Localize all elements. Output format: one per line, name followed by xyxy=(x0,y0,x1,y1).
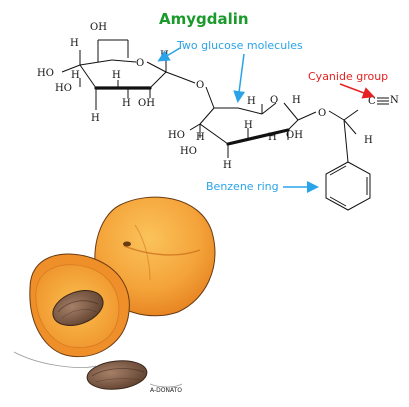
atom-oh: OH xyxy=(138,98,155,109)
atom-o: O xyxy=(136,58,144,69)
atom-h: H xyxy=(70,38,79,49)
atom-h: H xyxy=(122,98,131,109)
artist-signature: A-DONATO xyxy=(150,387,182,394)
atom-o: O xyxy=(270,95,278,106)
benzene-label: Benzene ring xyxy=(206,180,279,193)
apricot-illustration xyxy=(13,196,216,390)
glucose-ring-2: H O H HO H HO H OH H H xyxy=(168,95,317,171)
benzene-ring xyxy=(325,161,371,211)
atom-ho: HO xyxy=(55,83,72,94)
diagram-title: Amygdalin xyxy=(159,10,249,28)
atom-h: H xyxy=(244,120,253,131)
atom-h: H xyxy=(268,132,277,143)
atom-h: H xyxy=(364,135,373,146)
atom-h: H xyxy=(71,70,80,81)
atom-c: C xyxy=(368,96,376,107)
glucose-label: Two glucose molecules xyxy=(176,39,303,52)
atom-h: H xyxy=(112,70,121,81)
atom-h: H xyxy=(223,160,232,171)
cyanide-label: Cyanide group xyxy=(308,70,388,83)
atom-oh: OH xyxy=(286,130,303,141)
atom-ho: HO xyxy=(180,146,197,157)
atom-o: O xyxy=(318,108,326,119)
atom-h: H xyxy=(247,96,256,107)
atom-h: H xyxy=(196,132,205,143)
atom-n: N xyxy=(390,95,399,106)
atom-oh: OH xyxy=(90,22,107,33)
atom-ho: HO xyxy=(168,130,185,141)
atom-ho: HO xyxy=(37,68,54,79)
atom-h: H xyxy=(91,113,100,124)
atom-o: O xyxy=(196,80,204,91)
atom-h: H xyxy=(292,95,301,106)
glucose-ring-1: OH H HO H HO H O H OH H H xyxy=(37,22,183,124)
